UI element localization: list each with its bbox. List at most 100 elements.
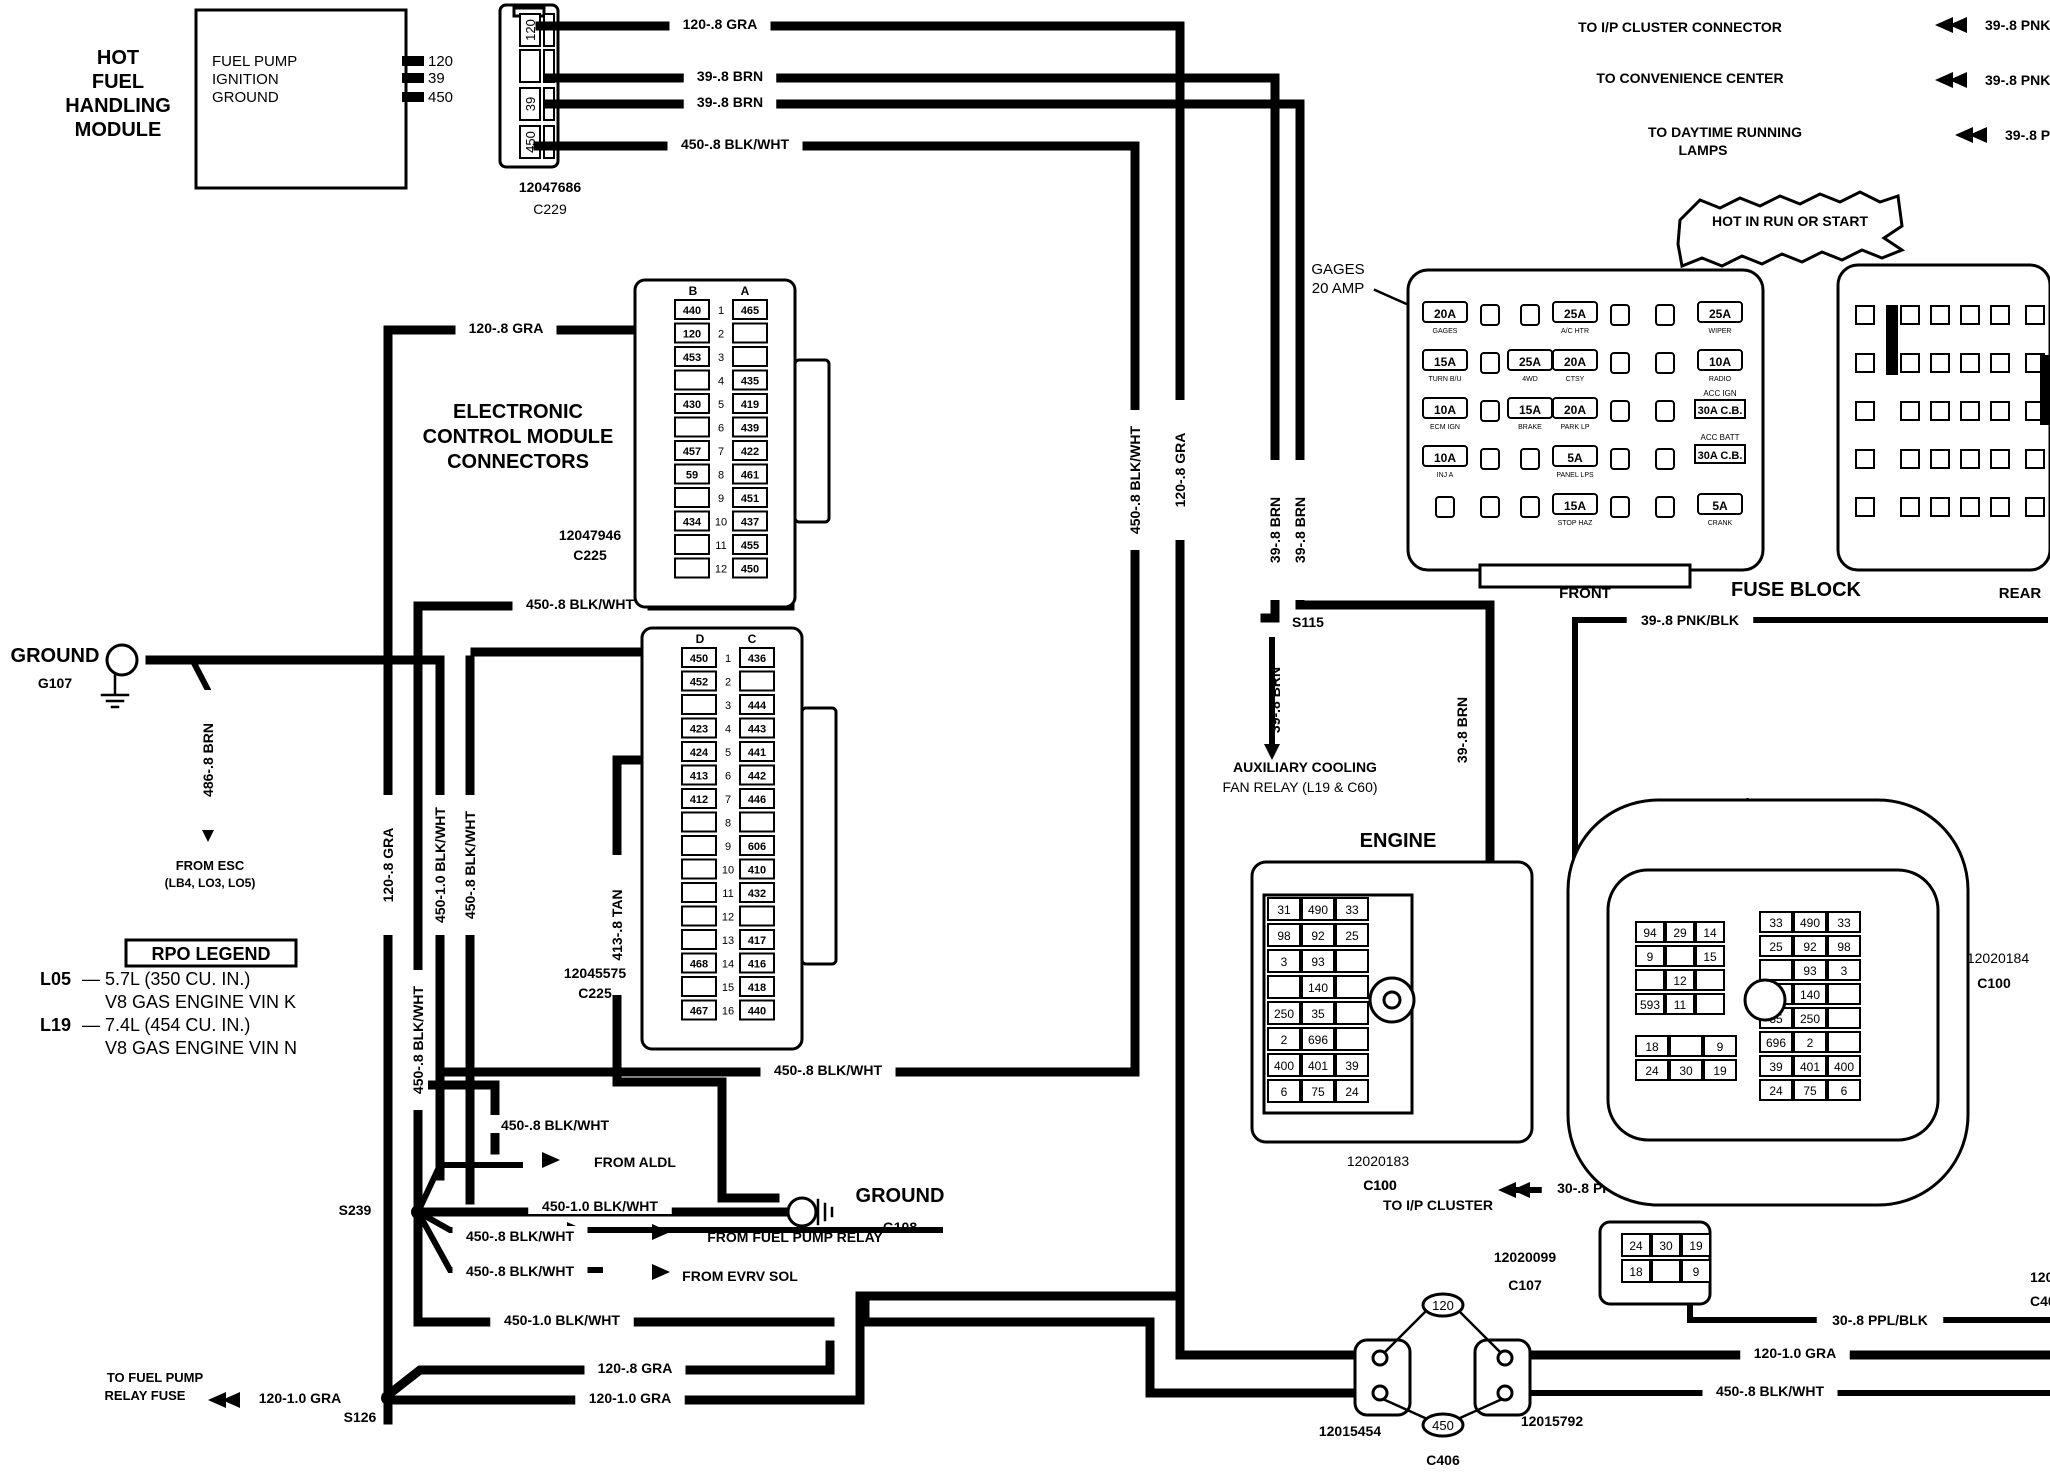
right-edge-part: 12020 xyxy=(2030,1269,2050,1285)
ecm-conn-b-pin-right: 432 xyxy=(748,888,766,900)
ip-left-pin: 12 xyxy=(1673,974,1687,988)
fuse-block-title: FUSE BLOCK xyxy=(1731,579,1862,601)
label-450-right: 450-.8 BLK/WHT xyxy=(1716,1383,1825,1399)
ecm-conn-b-cavity-right xyxy=(739,788,775,809)
ecm-conn-b-row-number: 13 xyxy=(722,935,734,947)
hot-in-run-label: HOT IN RUN OR START xyxy=(1712,213,1869,229)
wire-120-gra-ecm xyxy=(383,325,693,1425)
hot-fuel-module-box xyxy=(194,8,408,190)
label-left-450-1: 450-1.0 BLK/WHT xyxy=(432,807,448,923)
module-title-line: MODULE xyxy=(75,119,162,141)
ecm-conn-b-cavity-right xyxy=(739,647,775,668)
ecm-conn-b-latch xyxy=(800,706,838,966)
fuse-slot-empty xyxy=(1655,496,1675,518)
ecm-conn-a-row-number: 4 xyxy=(718,376,724,388)
c406-bottom-pin-callout xyxy=(1421,1412,1465,1438)
ecm-conn-b-cavity-left xyxy=(681,647,717,668)
ecm-conn-b-cavity-right xyxy=(739,976,775,997)
ecm-conn-a-pin-left: 440 xyxy=(683,305,701,317)
rpo-l05-line1: — 5.7L (350 CU. IN.) xyxy=(82,969,250,989)
ground-symbol-icon xyxy=(816,1198,834,1226)
wire-fuel-pump-relay xyxy=(413,1207,943,1233)
engine-pin: 6 xyxy=(1281,1085,1288,1099)
ip-left-cavity xyxy=(1665,945,1695,967)
ip-right-cavity xyxy=(1759,911,1793,933)
from-aldl-label: FROM ALDL xyxy=(594,1154,676,1170)
ecm-conn-a-cavity-right xyxy=(732,440,768,461)
rpo-l05-code: L05 xyxy=(40,969,71,989)
ecm-conn-b-row-number: 8 xyxy=(725,818,731,830)
ecm-conn-a-row-number: 2 xyxy=(718,329,724,341)
engine-cavity xyxy=(1301,1001,1335,1025)
ip-bottom-pin: 30 xyxy=(1679,1064,1693,1078)
ecm-conn-a-cavity-left xyxy=(674,487,710,508)
ip-right-cavity xyxy=(1759,935,1793,957)
module-pin-tab xyxy=(402,92,424,102)
fuse-slot-empty xyxy=(1610,304,1630,326)
aux-cooling-label: AUXILIARY COOLING xyxy=(1233,759,1377,775)
engine-cavity xyxy=(1335,897,1369,921)
label-gap xyxy=(378,795,398,935)
ip-left-cavity xyxy=(1635,921,1665,943)
engine-cavity xyxy=(1267,1001,1301,1025)
label-left-120-gra: 120-.8 GRA xyxy=(380,828,396,903)
cb1-label: 30A C.B. xyxy=(1698,405,1743,417)
label-gap xyxy=(1170,400,1190,540)
c406-right-part: 12015792 xyxy=(1521,1413,1584,1429)
fuse-name: GAGES xyxy=(1433,328,1458,335)
ecm-conn-a-cavity-left xyxy=(674,369,710,391)
label-450-top: 450-.8 BLK/WHT xyxy=(681,136,790,152)
ecm-conn-a-row-number: 11 xyxy=(715,540,726,552)
ecm-conn-a-pin-right: 450 xyxy=(741,564,759,576)
from-evrv-label: FROM EVRV SOL xyxy=(682,1268,798,1284)
ecm-c225b-name: C225 xyxy=(578,985,612,1001)
ecm-conn-a-row-number: 12 xyxy=(715,564,727,576)
ecm-conn-a-header-right: A xyxy=(741,284,750,298)
g108-label: GROUND xyxy=(856,1185,945,1207)
label-vert-39b: 39-.8 BRN xyxy=(1292,497,1308,563)
ecm-conn-a-pin-right: 465 xyxy=(741,305,759,317)
fuse-box xyxy=(1697,349,1743,371)
engine-cavity xyxy=(1335,923,1369,947)
engine-cavity xyxy=(1301,1053,1335,1077)
fuse-amp: 25A xyxy=(1519,355,1541,369)
ecm-conn-b-row-number: 6 xyxy=(725,771,731,783)
ecm-conn-b-pin-left: 450 xyxy=(690,653,708,665)
g107-ring-terminal xyxy=(105,643,139,677)
circuit-breaker-2 xyxy=(1694,444,1746,464)
c406-top-pin-callout xyxy=(1421,1292,1465,1318)
c229-pin-label: 39 xyxy=(523,97,538,111)
label-vert-39a: 39-.8 BRN xyxy=(1267,497,1283,563)
c406-callout-leaders xyxy=(1383,1310,1502,1420)
engine-pin: 140 xyxy=(1308,981,1328,995)
c107-cavity xyxy=(1651,1259,1681,1283)
ip-bottom-cavity xyxy=(1635,1035,1669,1057)
module-title-line: FUEL xyxy=(92,71,144,93)
fuse-box xyxy=(1552,349,1598,371)
ecm-conn-b-header-left: D xyxy=(696,632,705,646)
ip-right-pin: 75 xyxy=(1803,1084,1817,1098)
fuse-name: CRANK xyxy=(1708,520,1733,527)
ip-right-pin: 98 xyxy=(1837,940,1851,954)
engine-cavity xyxy=(1335,1053,1369,1077)
label-486-brn: 486-.8 BRN xyxy=(200,723,216,797)
c229-part-number: 12047686 xyxy=(519,179,582,195)
fuse-rear-terminal xyxy=(1900,497,1920,517)
ip-left-cavity xyxy=(1695,921,1725,943)
fuse-name: PANEL LPS xyxy=(1556,472,1594,479)
ecm-conn-b-cavity-left xyxy=(681,694,717,715)
ecm-conn-b-pin-right: 446 xyxy=(748,794,766,806)
fuse-box xyxy=(1697,301,1743,323)
label-gap xyxy=(528,1196,672,1214)
s239-label: S239 xyxy=(339,1202,372,1218)
fuse-name: INJ A xyxy=(1437,472,1454,479)
fuse-rear-terminal xyxy=(1960,497,1980,517)
fuse-slot-empty xyxy=(1655,304,1675,326)
ip-right-pin: 25 xyxy=(1769,940,1783,954)
engine-pin: 98 xyxy=(1277,929,1291,943)
c107-pin: 24 xyxy=(1629,1239,1643,1253)
fuse-slot-empty xyxy=(1520,304,1540,326)
fuse-slot-empty xyxy=(1480,304,1500,326)
ip-left-cavity xyxy=(1665,921,1695,943)
ecm-conn-b-pin-right: 441 xyxy=(748,747,766,759)
